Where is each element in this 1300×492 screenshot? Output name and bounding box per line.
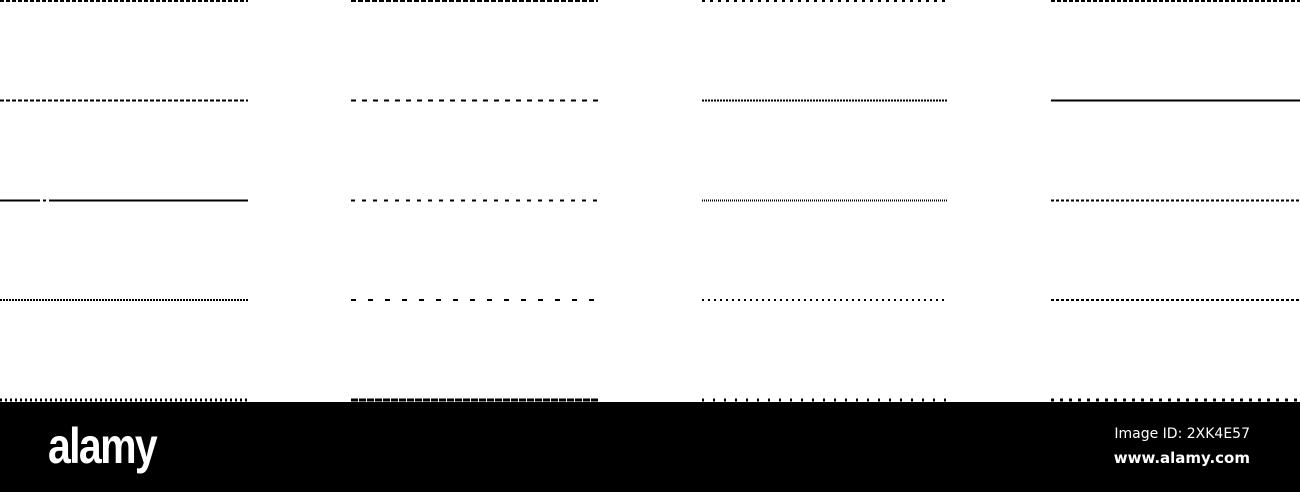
line-style-samples [0,0,1300,402]
image-id-label: Image ID: 2XK4E57 [1114,426,1250,442]
site-url-label: www.alamy.com [1113,449,1250,467]
watermark-footer: alamy Image ID: 2XK4E57 www.alamy.com [0,402,1300,492]
alamy-logo: alamy [48,418,158,474]
